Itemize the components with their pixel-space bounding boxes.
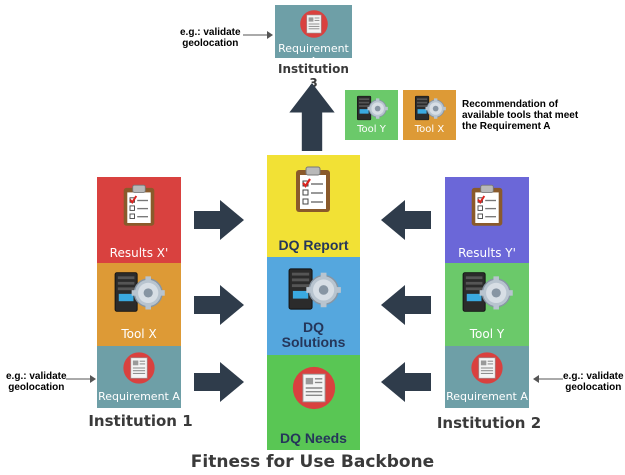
arrow-left-icon [380, 200, 432, 240]
institution1-tool-panel: Tool X [97, 263, 181, 346]
institution3-note: e.g.: validate geolocation [180, 27, 241, 49]
institution2-tool-panel: Tool Y [445, 263, 529, 346]
server-gear-icon [355, 93, 389, 123]
arrow-up-icon [289, 83, 335, 151]
arrow-left-icon [380, 285, 432, 325]
server-gear-icon [285, 265, 343, 313]
server-gear-icon [459, 269, 515, 315]
institution1-note: e.g.: validate geolocation [6, 371, 67, 393]
clipboard-icon [469, 183, 505, 227]
diagram-title: Fitness for Use Backbone [190, 452, 435, 472]
document-icon [299, 9, 329, 39]
tool-y-label: Tool Y [357, 124, 386, 135]
note-arrow-icon [533, 375, 563, 383]
arrow-right-icon [193, 285, 245, 325]
tool-label: Tool Y [469, 327, 505, 341]
institution1-name: Institution 1 [88, 412, 193, 430]
institution1-requirement-panel: Requirement A [97, 346, 181, 408]
institution3-name: Institution 3 [278, 62, 349, 90]
dq-solutions-label: DQ Solutions [281, 319, 346, 350]
dq-needs-label: DQ Needs [280, 430, 347, 446]
clipboard-icon [121, 183, 157, 227]
note-arrow-icon [243, 31, 273, 39]
recommended-tool-x: Tool X [403, 90, 456, 140]
recommended-tool-y: Tool Y [345, 90, 398, 140]
institution2-results-panel: Results Y' [445, 177, 529, 263]
arrow-left-icon [380, 362, 432, 402]
dq-needs-panel: DQ Needs [267, 355, 360, 450]
institution1-results-panel: Results X' [97, 177, 181, 263]
results-label: Results Y' [458, 246, 516, 260]
recommendation-text: Recommendation of available tools that m… [462, 99, 579, 132]
note-arrow-icon [66, 375, 96, 383]
dq-report-panel: DQ Report [267, 155, 360, 257]
dq-report-label: DQ Report [278, 237, 349, 253]
document-icon [122, 351, 156, 385]
results-label: Results X' [109, 246, 169, 260]
server-gear-icon [111, 269, 167, 315]
server-gear-icon [413, 93, 447, 123]
document-icon [470, 351, 504, 385]
document-icon [291, 365, 337, 411]
arrow-right-icon [193, 362, 245, 402]
institution2-name: Institution 2 [436, 414, 542, 432]
institution3-requirement-panel: Requirement A [275, 5, 352, 68]
requirement-label: Requirement A [446, 390, 528, 403]
requirement-label: Requirement A [278, 42, 349, 68]
institution2-note: e.g.: validate geolocation [563, 371, 624, 393]
arrow-right-icon [193, 200, 245, 240]
dq-solutions-panel: DQ Solutions [267, 257, 360, 355]
requirement-label: Requirement A [98, 390, 180, 403]
tool-label: Tool X [121, 327, 157, 341]
clipboard-icon [293, 165, 333, 213]
institution2-requirement-panel: Requirement A [445, 346, 529, 408]
tool-x-label: Tool X [414, 124, 445, 135]
